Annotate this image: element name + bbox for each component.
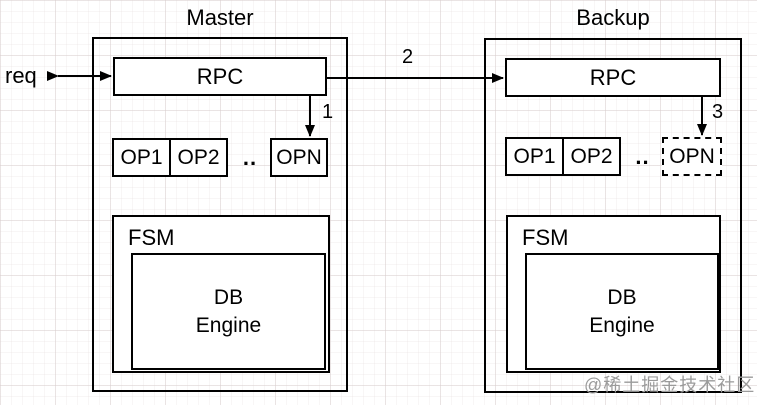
master-rpc-box: RPC bbox=[113, 57, 327, 96]
watermark-text: @稀土掘金技术社区 bbox=[584, 375, 756, 395]
backup-opn-label: OPN bbox=[669, 144, 715, 168]
step1-label: 1 bbox=[322, 101, 334, 123]
backup-db-engine-box: DB Engine bbox=[525, 253, 719, 370]
master-op1-label: OP1 bbox=[120, 145, 163, 169]
backup-op1-label: OP1 bbox=[513, 144, 556, 168]
backup-title: Backup bbox=[576, 5, 650, 30]
master-node-box: RPC OP1 OP2 .. OPN FSM DB Engine bbox=[92, 37, 348, 392]
master-opn-label: OPN bbox=[276, 145, 322, 169]
backup-op2-label: OP2 bbox=[570, 144, 613, 168]
backup-rpc-box: RPC bbox=[505, 58, 721, 97]
master-op2-label: OP2 bbox=[177, 145, 220, 169]
master-db-engine-box: DB Engine bbox=[131, 253, 326, 370]
backup-node-box: RPC OP1 OP2 .. OPN FSM DB Engine bbox=[484, 38, 742, 393]
master-db-line1: DB bbox=[213, 285, 244, 309]
master-op-row: OP1 OP2 bbox=[112, 138, 228, 177]
backup-fsm-box: FSM DB Engine bbox=[506, 215, 721, 373]
master-fsm-box: FSM DB Engine bbox=[112, 215, 330, 373]
master-opn-box: OPN bbox=[270, 138, 328, 177]
backup-op-row: OP1 OP2 bbox=[505, 137, 621, 176]
master-op-ellipsis: .. bbox=[242, 144, 258, 170]
backup-db-line2: Engine bbox=[589, 313, 655, 337]
backup-opn-box: OPN bbox=[662, 137, 722, 176]
master-op2-box: OP2 bbox=[169, 138, 228, 177]
backup-fsm-label: FSM bbox=[522, 225, 569, 250]
master-db-line2: Engine bbox=[195, 313, 262, 337]
master-rpc-label: RPC bbox=[196, 63, 244, 89]
backup-op2-box: OP2 bbox=[562, 137, 621, 176]
backup-op1-box: OP1 bbox=[505, 137, 564, 176]
backup-op-ellipsis: .. bbox=[635, 143, 650, 169]
master-title: Master bbox=[186, 5, 254, 30]
req-label: req bbox=[5, 63, 37, 88]
master-op1-box: OP1 bbox=[112, 138, 171, 177]
step2-label: 2 bbox=[402, 46, 414, 68]
backup-db-line1: DB bbox=[607, 285, 637, 309]
step3-label: 3 bbox=[712, 101, 724, 123]
backup-rpc-label: RPC bbox=[589, 64, 637, 90]
master-fsm-label: FSM bbox=[128, 225, 175, 250]
